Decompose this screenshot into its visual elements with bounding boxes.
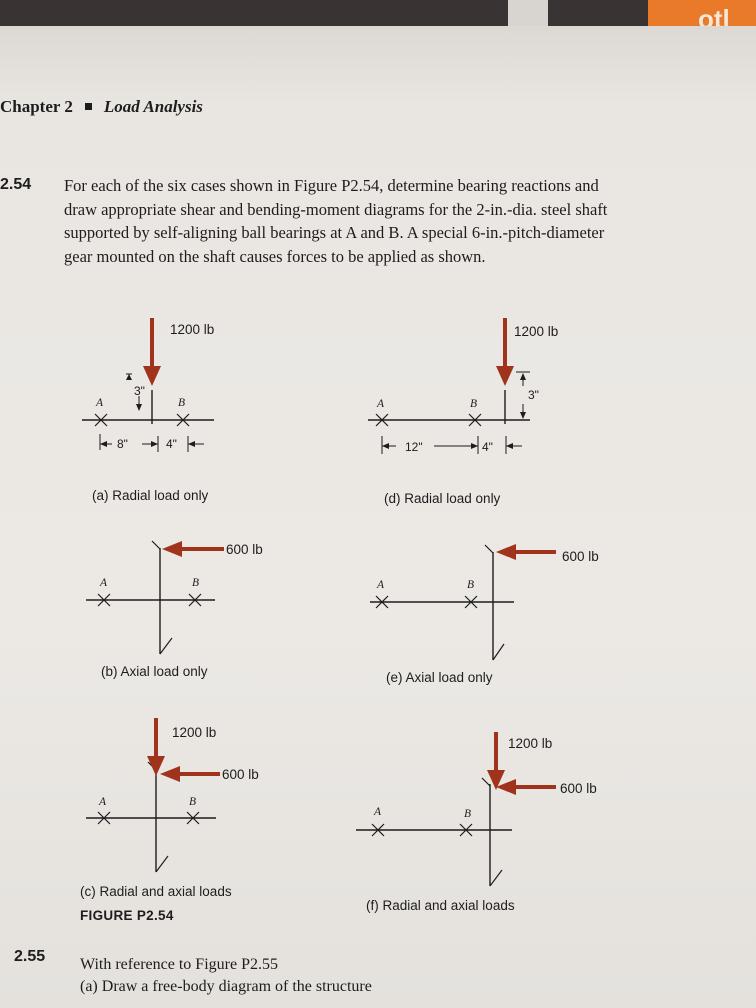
bearing-b-mark [188,593,202,607]
bearing-b-mark [176,413,190,427]
bearing-a-label: A [100,577,108,589]
diagram-case-c [86,718,220,873]
problem-number: 2.55 [14,948,46,965]
gear-tick [151,540,161,550]
diagram-case-a [82,318,214,452]
gear-tick [155,855,169,873]
bearing-b-mark [464,595,478,609]
chapter-title: Load Analysis [103,97,203,116]
bearing-a-mark [371,823,385,837]
load-label: 1200 lb [508,736,553,751]
bearing-a-label: A [374,806,382,818]
bearing-a-mark [94,413,108,427]
dimension-offset [126,373,142,411]
gear-tick [481,777,491,787]
dimension-label: 12" [405,440,423,454]
bearing-a-mark [375,595,389,609]
textbook-page [0,26,756,1008]
radial-load-arrow [487,732,505,790]
dimension-label: 3" [134,384,145,398]
dimension-label: 4" [166,437,177,451]
problem-line: draw appropriate shear and bending-momen… [64,199,608,219]
bearing-b-mark [459,823,473,837]
dimension-spans [99,434,204,452]
figure-label: FIGURE P2.54 [80,908,174,923]
gear-tick [159,637,173,655]
gear-tick [492,643,505,661]
dimension-label: 8" [117,437,128,451]
bearing-b-label: B [467,579,475,591]
diagram-case-f [356,732,556,887]
bearing-a-mark [97,593,111,607]
case-caption: (f) Radial and axial loads [366,898,515,913]
bullet-icon [84,103,92,110]
case-caption: (e) Axial load only [386,670,493,685]
dimension-offset [516,371,530,419]
bearing-b-label: B [470,398,478,410]
diagram-case-b [86,540,224,655]
load-label: 600 lb [560,781,597,796]
dimension-label: 3" [528,388,539,402]
load-label: 1200 lb [170,322,215,337]
problem-line: (a) Draw a free-body diagram of the stru… [80,978,372,995]
bearing-b-label: B [189,796,197,808]
load-label: 1200 lb [514,324,559,339]
case-caption: (a) Radial load only [92,488,209,503]
load-label: 600 lb [562,549,599,564]
problem-line: gear mounted on the shaft causes forces … [64,246,486,266]
diagram-case-e [370,544,556,661]
problem-number: 2.54 [0,176,32,193]
bearing-b-label: B [464,808,472,820]
problem-statement: For each of the six cases shown in Figur… [64,174,732,268]
case-caption: (c) Radial and axial loads [80,884,232,899]
gear-tick [484,544,494,554]
dimension-spans [381,436,522,454]
bearing-b-label: B [192,577,200,589]
gear-tick [489,869,503,887]
bearing-b-mark [186,811,200,825]
case-caption: (d) Radial load only [384,491,501,506]
load-label: 600 lb [222,767,259,782]
axial-load-arrow [496,779,556,795]
problem-line: For each of the six cases shown in Figur… [64,176,599,195]
radial-load-arrow [147,718,165,776]
diagram-case-d [368,318,530,454]
dimension-label: 4" [482,440,493,454]
load-label: 600 lb [226,542,263,557]
problem-line: supported by self-aligning ball bearings… [64,223,605,242]
radial-load-arrow [143,318,161,386]
axial-load-arrow [160,766,220,782]
radial-load-arrow [496,318,514,386]
load-label: 1200 lb [172,725,217,740]
chapter-label: Chapter 2 [0,97,73,116]
axial-load-arrow [162,541,224,557]
bearing-a-label: A [377,398,385,410]
bearing-a-mark [375,413,389,427]
chapter-header: Chapter 2 Load Analysis [0,97,203,117]
problem-line: With reference to Figure P2.55 [80,956,278,973]
case-caption: (b) Axial load only [101,664,208,679]
bearing-b-label: B [178,397,186,409]
problem-statement: With reference to Figure P2.55 (a) Draw … [80,954,680,998]
bearing-a-label: A [96,397,104,409]
bearing-b-mark [468,413,482,427]
axial-load-arrow [496,544,556,560]
bearing-a-mark [97,811,111,825]
bearing-a-label: A [377,579,385,591]
bearing-a-label: A [99,796,107,808]
